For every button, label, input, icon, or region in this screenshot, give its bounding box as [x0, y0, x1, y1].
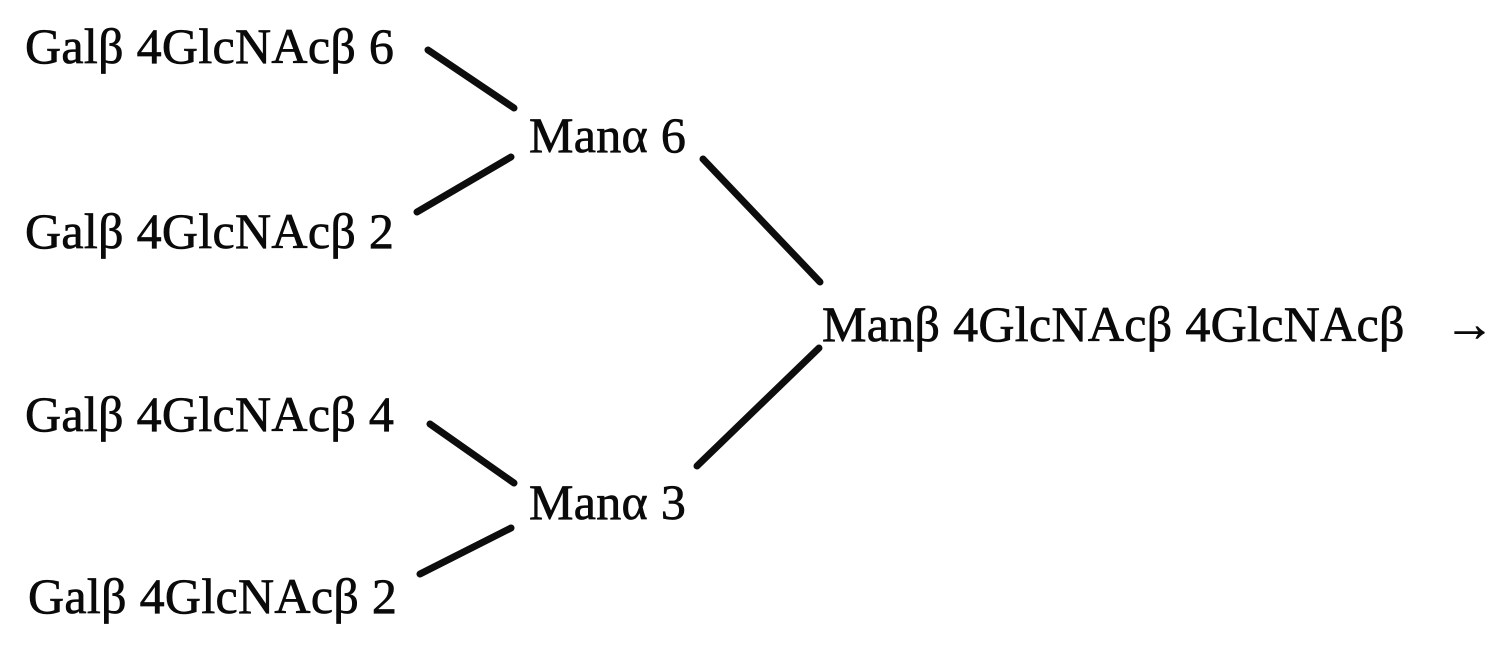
node-core-label: Manβ 4GlcNAcβ 4GlcNAcβ	[822, 296, 1405, 352]
edge-man-alpha-6-to-core	[699, 155, 824, 286]
edge-branch-lower-2-to-man-alpha-3	[416, 524, 515, 578]
node-branch-upper-2: Galβ 4GlcNAcβ 2	[25, 203, 395, 259]
node-branch-lower-2: Galβ 4GlcNAcβ 2	[28, 568, 398, 624]
edge-branch-upper-2-to-man-alpha-6	[413, 153, 515, 216]
node-branch-lower-4: Galβ 4GlcNAcβ 4	[25, 386, 395, 442]
node-core: Manβ 4GlcNAcβ 4GlcNAcβ →	[822, 296, 1488, 352]
edge-branch-lower-4-to-man-alpha-3	[426, 420, 518, 487]
node-branch-upper-6: Galβ 4GlcNAcβ 6	[25, 18, 395, 74]
node-man-alpha-6: Manα 6	[529, 107, 687, 163]
node-man-alpha-3: Manα 3	[529, 474, 687, 530]
edge-branch-upper-6-to-man-alpha-6	[424, 46, 518, 112]
arrow-right-icon: →	[1444, 296, 1488, 352]
edge-man-alpha-3-to-core	[693, 344, 823, 470]
